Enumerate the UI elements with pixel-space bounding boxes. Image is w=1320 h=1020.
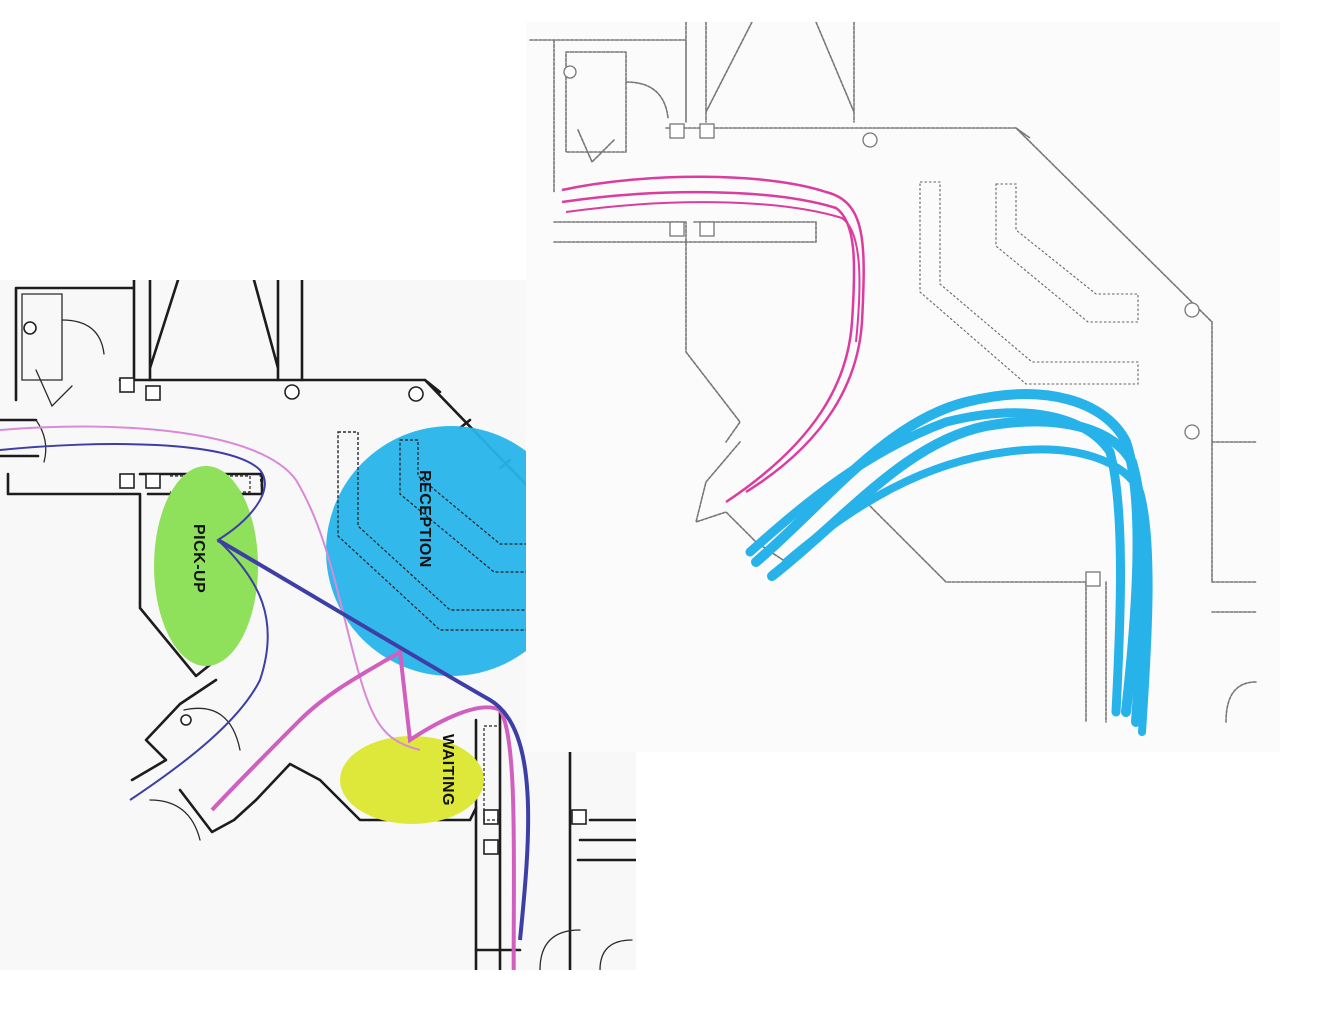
zone-reception: RECEPTION — [326, 426, 576, 676]
zone-pickup: PICK-UP — [154, 466, 258, 666]
annotated-floor-plan-drawing: RECEPTION PICK-UP WAITING — [0, 280, 636, 970]
zone-waiting: WAITING — [340, 734, 484, 824]
path-light-pink — [0, 425, 421, 751]
sketch-flow-plan — [526, 22, 1280, 752]
sketch-flow-plan-drawing — [529, 22, 1257, 736]
pickup-label: PICK-UP — [190, 524, 207, 593]
waiting-label: WAITING — [439, 734, 456, 806]
reception-label: RECEPTION — [416, 470, 433, 568]
sketch-walls — [529, 22, 1257, 723]
sketch-flow-cyan — [745, 389, 1153, 736]
circulation-paths — [0, 425, 531, 970]
path-navy-b — [216, 538, 531, 941]
sketch-reception-desk — [919, 181, 1139, 385]
path-pink — [210, 648, 516, 970]
sketch-flow-magenta — [561, 175, 865, 504]
